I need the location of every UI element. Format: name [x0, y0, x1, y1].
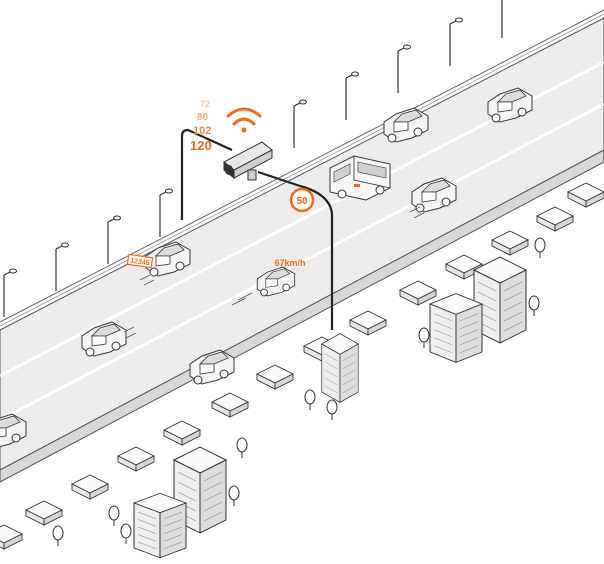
guard-rail [0, 9, 604, 323]
speed-readout: 72 80 102 120 [190, 99, 212, 153]
car-speed-label: 67km/h [274, 258, 305, 268]
speed-limit-value: 50 [296, 196, 308, 207]
plate-tag: 12345 [126, 253, 154, 269]
motion-lines [123, 206, 425, 339]
speed-limit-sign-icon: 50 [289, 187, 315, 213]
plate-label: 12345 [130, 258, 150, 268]
speed-line-1: 72 [200, 99, 210, 109]
speed-line-2: 80 [197, 112, 209, 123]
speed-line-3: 102 [193, 125, 211, 137]
camera-icon [223, 141, 273, 181]
highway-edge [0, 149, 604, 483]
wifi-icon [226, 107, 262, 133]
camera-gantry [180, 128, 334, 330]
speed-line-4: 120 [190, 138, 212, 153]
